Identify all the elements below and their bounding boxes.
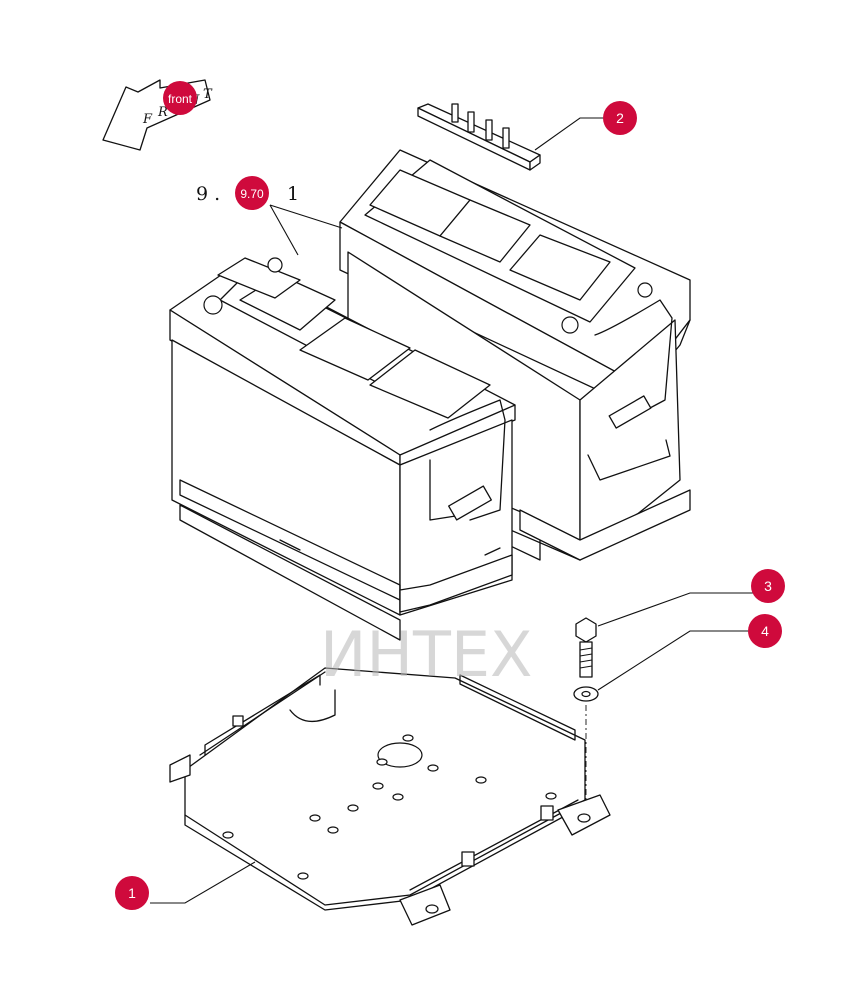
washer (573, 686, 599, 702)
connector-strip (417, 103, 541, 171)
front-letter-f: F (142, 112, 153, 127)
front-letter-r: R (157, 105, 168, 120)
reference-label: 9 . 9.70 1 (196, 176, 343, 256)
battery-tray (169, 667, 611, 926)
reference-prefix: 9 . (196, 183, 220, 205)
callout-4-label: 4 (761, 623, 769, 639)
reference-badge-label: 9.70 (240, 187, 264, 201)
callout-4[interactable]: 4 (748, 614, 782, 648)
callout-2-label: 2 (616, 110, 624, 126)
reference-suffix: 1 (287, 183, 299, 205)
front-badge-label: front (168, 92, 193, 106)
reference-badge[interactable] (235, 176, 269, 210)
leader-3 (597, 592, 755, 627)
reference-leader-rear (269, 204, 343, 229)
front-badge[interactable] (163, 81, 197, 115)
front-direction-arrow: F R O N T front (102, 79, 213, 151)
reference-leader-front (269, 204, 299, 256)
watermark-text: ИНТЕХ (320, 618, 533, 691)
front-battery (169, 257, 516, 641)
callout-2[interactable]: 2 (603, 101, 637, 135)
front-letter-t: T (203, 87, 213, 102)
callout-3-label: 3 (764, 578, 772, 594)
bolt (575, 617, 597, 678)
leader-2 (534, 117, 605, 151)
callout-1[interactable]: 1 (115, 876, 149, 910)
leader-4 (597, 630, 748, 691)
callout-1-label: 1 (128, 885, 136, 901)
leader-1 (150, 861, 256, 904)
callout-3[interactable]: 3 (751, 569, 785, 603)
